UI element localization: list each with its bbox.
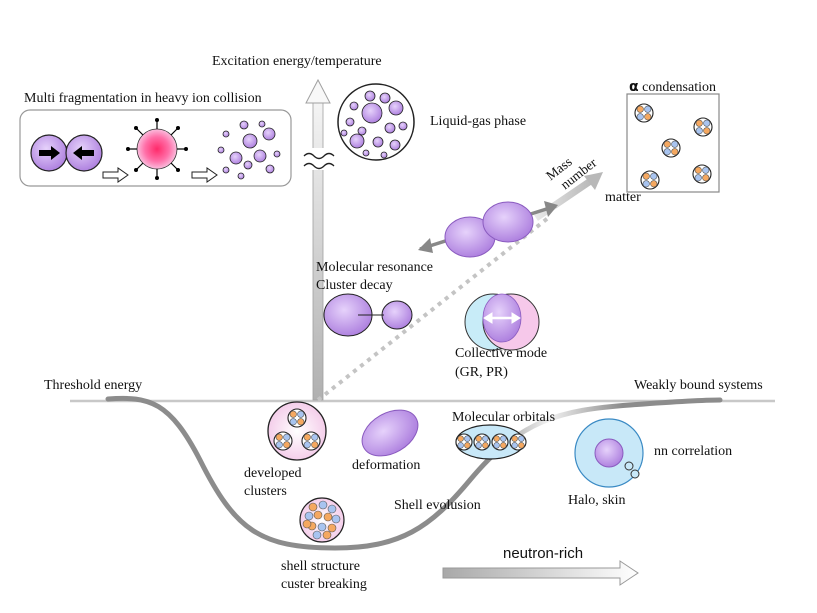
deformation-nucleus bbox=[361, 409, 419, 457]
multifragmentation-panel bbox=[19, 109, 292, 187]
shell-structure-nucleus bbox=[299, 497, 345, 543]
nucleon bbox=[304, 511, 314, 521]
mass-number-dotted-line bbox=[316, 216, 550, 402]
molecular-orbitals-alphas bbox=[455, 433, 527, 451]
alpha-cluster bbox=[509, 433, 527, 451]
alpha-clusters bbox=[634, 103, 713, 190]
shell-evolution-label: Shell evolusion bbox=[394, 498, 481, 513]
deformation-label: deformation bbox=[352, 458, 421, 473]
excitation-axis-label: Excitation energy/temperature bbox=[212, 54, 382, 69]
break-mark-icon bbox=[303, 152, 335, 170]
alpha-condensation-panel bbox=[626, 93, 720, 193]
cluster-decay-nuclei bbox=[323, 293, 413, 337]
alpha-cluster bbox=[273, 431, 293, 451]
shell-nucleons bbox=[302, 500, 341, 540]
nucleon bbox=[313, 510, 323, 520]
cluster-decay-label: Cluster decay bbox=[316, 278, 393, 293]
nucleon bbox=[327, 504, 337, 514]
collective-mode-nucleus bbox=[464, 293, 540, 351]
nucleon bbox=[323, 512, 333, 522]
collective-mode-detail: (GR, PR) bbox=[455, 365, 508, 380]
fragments bbox=[217, 120, 281, 180]
liquid-gas-label: Liquid-gas phase bbox=[430, 114, 527, 129]
neutron-rich-label: neutron-rich bbox=[503, 545, 584, 562]
neutron-rich-arrow bbox=[442, 560, 639, 586]
nucleon bbox=[317, 522, 327, 532]
shell-structure-label: shell structure bbox=[281, 559, 360, 574]
halo-skin-label: Halo, skin bbox=[568, 493, 626, 508]
alpha-cluster bbox=[455, 433, 473, 451]
alpha-cluster bbox=[491, 433, 509, 451]
potential-curve bbox=[105, 395, 723, 551]
halo-nucleus bbox=[574, 418, 644, 488]
alpha-cluster bbox=[640, 170, 660, 190]
alpha-cluster bbox=[473, 433, 491, 451]
nucleon bbox=[322, 530, 332, 540]
arrow-left-icon bbox=[73, 146, 94, 160]
cluster-breaking-label: custer breaking bbox=[281, 577, 367, 592]
nucleon bbox=[302, 519, 312, 529]
alpha-cluster bbox=[301, 431, 321, 451]
multifragmentation-label: Multi fragmentation in heavy ion collisi… bbox=[24, 91, 262, 106]
nucleon bbox=[318, 500, 328, 510]
collective-mode-label: Collective mode bbox=[455, 346, 548, 361]
alpha-cluster bbox=[693, 117, 713, 137]
mass-number-arrow bbox=[534, 172, 603, 221]
alpha-cluster bbox=[661, 138, 681, 158]
developed-label: developed bbox=[244, 466, 302, 481]
molecular-orbitals-nucleus bbox=[455, 424, 527, 460]
molecular-resonance-label: Molecular resonance bbox=[316, 260, 433, 275]
nucleon bbox=[312, 530, 322, 540]
alpha-cluster bbox=[634, 103, 654, 123]
alpha-symbol: α bbox=[629, 79, 639, 95]
alpha-cluster bbox=[287, 408, 307, 428]
developed-clusters-nucleus bbox=[267, 401, 327, 461]
double-arrow-icon bbox=[418, 238, 433, 253]
double-arrow-icon bbox=[483, 312, 521, 324]
weakly-bound-label: Weakly bound systems bbox=[634, 378, 763, 393]
liquid-gas-nucleus bbox=[337, 83, 415, 161]
nucleon bbox=[331, 514, 341, 524]
matter-label: matter bbox=[605, 190, 641, 205]
developed-clusters-alphas bbox=[273, 408, 321, 451]
mass-number-label: Mass number bbox=[543, 154, 600, 192]
alpha-condensation-label: α condensation bbox=[629, 78, 716, 97]
alpha-cluster bbox=[692, 164, 712, 184]
alpha-condensation-text: condensation bbox=[642, 80, 716, 95]
excitation-axis-arrow bbox=[303, 78, 335, 401]
hollow-arrow-icon bbox=[102, 167, 129, 183]
hollow-arrow-icon bbox=[191, 167, 218, 183]
nucleon bbox=[327, 523, 337, 533]
arrow-right-icon bbox=[39, 146, 60, 160]
clusters-label: clusters bbox=[244, 484, 287, 499]
hot-nucleus bbox=[126, 118, 188, 180]
molecular-orbitals-label: Molecular orbitals bbox=[452, 410, 556, 425]
molecular-resonance-nuclei bbox=[418, 201, 558, 258]
nn-correlation-label: nn correlation bbox=[654, 444, 733, 459]
nucleon bbox=[308, 502, 318, 512]
threshold-energy-label: Threshold energy bbox=[44, 378, 143, 393]
